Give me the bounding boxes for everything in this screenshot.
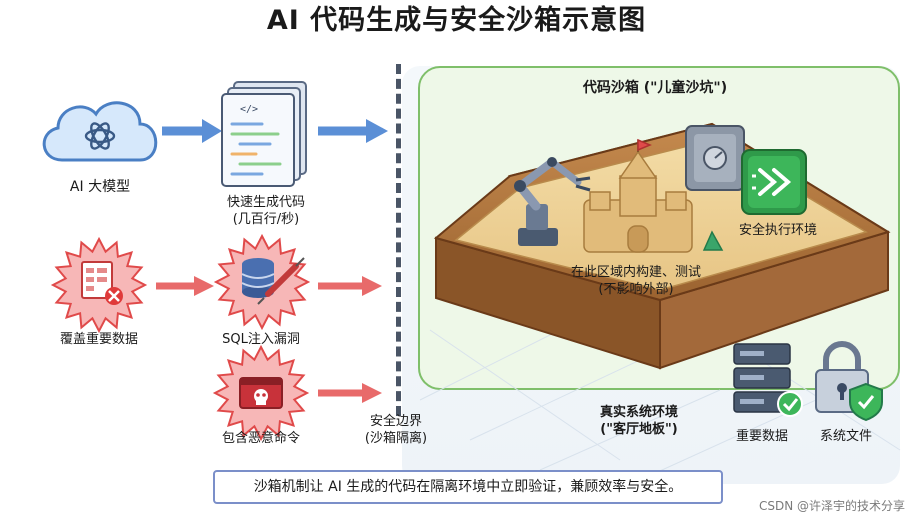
page-title: AI 代码生成与安全沙箱示意图: [266, 5, 647, 36]
build-line2: (不影响外部): [598, 282, 674, 297]
cloud-icon: [42, 101, 158, 162]
sandbox-title: 代码沙箱 ("儿童沙坑"): [582, 80, 728, 96]
build-line1: 在此区域内构建、测试: [570, 265, 701, 280]
threat-arrow-3: [318, 383, 382, 403]
summary-caption: 沙箱机制让 AI 生成的代码在隔离环境中立即验证，兼顾效率与安全。: [213, 470, 723, 504]
green-toy-icon: [702, 230, 724, 251]
real-system-line1: 真实系统环境: [599, 405, 678, 420]
sand-castle-icon: [583, 138, 693, 253]
real-system-line2: ("客厅地板"): [600, 422, 678, 437]
threat-burst-corrupted-file: [50, 236, 148, 334]
threat-label-overwrite-data: 覆盖重要数据: [59, 332, 138, 347]
system-files-label: 系统文件: [819, 429, 872, 444]
safe-env-label: 安全执行环境: [738, 223, 817, 238]
fast-code-line1: 快速生成代码: [226, 195, 305, 210]
boundary-line2: (沙箱隔离): [364, 431, 428, 446]
skull-icon: [254, 389, 268, 405]
security-boundary-line: [396, 64, 401, 416]
robot-arm-icon: [514, 157, 591, 246]
ai-model-label: AI 大模型: [69, 179, 131, 195]
ai-logo-icon: [84, 122, 116, 150]
threat-arrow-1: [156, 276, 214, 296]
threat-burst-sql-injection: [213, 233, 311, 331]
threat-label-sql-injection: SQL注入漏洞: [222, 332, 300, 347]
code-document-icon: </>: [221, 81, 307, 187]
syringe-icon: [257, 257, 305, 305]
threat-arrows: [156, 276, 382, 403]
flow-arrow-to-sandbox: [318, 119, 388, 143]
threat-label-malicious-command: 包含恶意命令: [221, 431, 300, 446]
fast-code-line2: (几百行/秒): [232, 212, 300, 227]
threat-arrow-2: [318, 276, 382, 296]
important-data-label: 重要数据: [735, 429, 788, 444]
flow-arrow-to-code: [162, 119, 222, 143]
safe-icon: [685, 125, 745, 191]
security-boundary-label: 安全边界 (沙箱隔离): [356, 413, 436, 447]
threat-burst-malicious-command: [212, 344, 310, 442]
boundary-line1: 安全边界: [369, 414, 422, 429]
real-system-title: 真实系统环境 ("客厅地板"): [584, 404, 694, 438]
fast-code-label: 快速生成代码 (几百行/秒): [214, 194, 318, 228]
execution-arrows-icon: [741, 149, 807, 215]
watermark: CSDN @许泽宇的技术分享: [758, 499, 905, 513]
build-test-label: 在此区域内构建、测试 (不影响外部): [556, 264, 716, 298]
svg-text:</>: </>: [240, 104, 258, 115]
shield-check-icon: [849, 382, 883, 422]
server-icon: [733, 343, 803, 417]
